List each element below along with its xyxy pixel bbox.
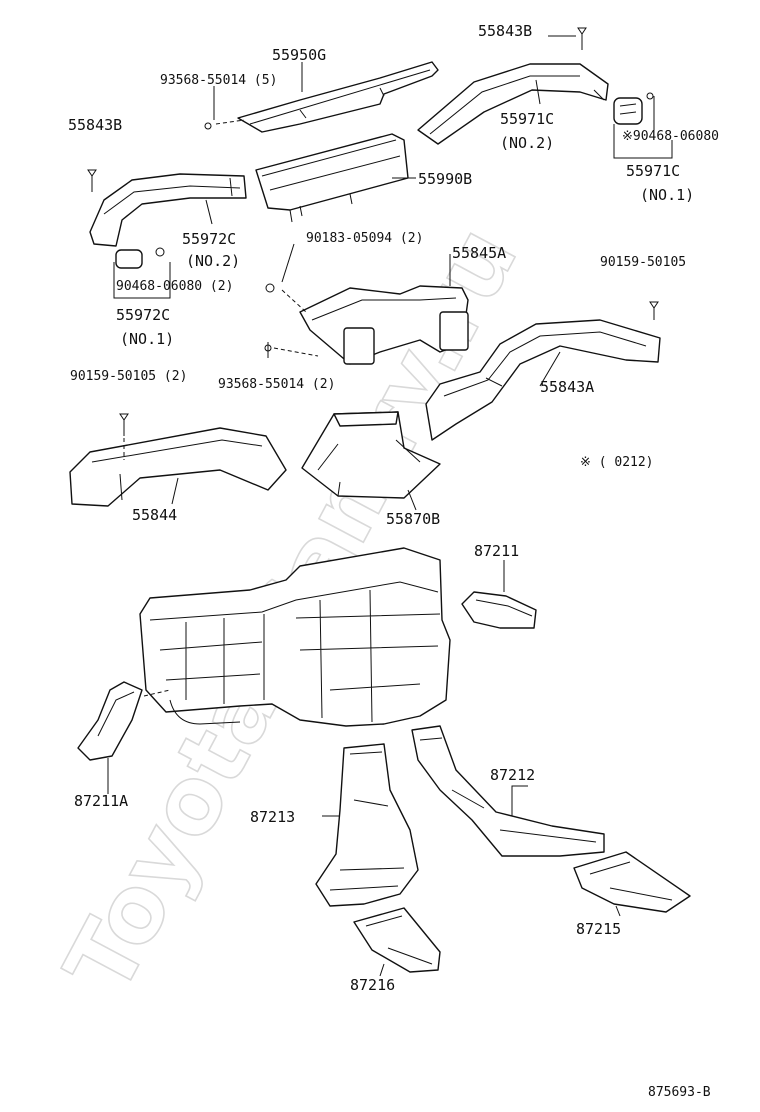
label-55972C-no2-sub: (NO.2) [186,252,240,270]
part-55972C-no2-drawing [89,173,247,247]
label-note: ※ ( 0212) [580,455,654,470]
label-90159-left: 90159-50105 (2) [70,369,187,384]
label-55971C-no2: 55971C [500,110,554,128]
label-87212: 87212 [490,766,535,784]
label-55972C-no1: 55972C [116,306,170,324]
label-93568-mid: 93568-55014 (2) [218,377,335,392]
label-87213: 87213 [250,808,295,826]
label-87211A: 87211A [74,792,128,810]
part-55870B-drawing [301,411,441,499]
label-90468-right: ※90468-06080 [622,129,719,144]
label-90183: 90183-05094 (2) [306,231,423,246]
label-87211: 87211 [474,542,519,560]
part-87215-drawing [573,851,691,913]
part-87212-drawing [411,725,605,857]
label-55972C-no2: 55972C [182,230,236,248]
part-55972C-no1-drawing [115,247,165,269]
label-55845A: 55845A [452,244,506,262]
label-55971C-no1-sub: (NO.1) [640,186,694,204]
label-55870B: 55870B [386,510,440,528]
label-55971C-no1: 55971C [626,162,680,180]
label-55990B: 55990B [418,170,472,188]
label-55972C-no1-sub: (NO.1) [120,330,174,348]
part-87213-drawing [315,743,419,907]
label-90159-right: 90159-50105 [600,255,686,270]
label-55950G: 55950G [272,46,326,64]
part-55950G-drawing [237,61,439,133]
label-87215: 87215 [576,920,621,938]
label-93568-top: 93568-55014 (5) [160,73,277,88]
label-55843B-left: 55843B [68,116,122,134]
heater-unit-drawing [139,547,451,727]
label-55843A: 55843A [540,378,594,396]
part-87211-drawing [461,591,537,629]
leader-lines [107,35,673,977]
part-87216-drawing [353,907,441,973]
fasteners-drawing [87,27,659,436]
part-55845A-drawing [299,285,469,365]
label-55843B-right: 55843B [478,22,532,40]
label-55844: 55844 [132,506,177,524]
diagram-code: 875693-B [648,1085,711,1100]
label-87216: 87216 [350,976,395,994]
part-55971C-no2-drawing [417,63,609,145]
part-55990B-drawing [255,133,409,223]
label-90468-left: 90468-06080 (2) [116,279,233,294]
part-55843A-drawing [425,319,661,441]
part-55971C-no1-drawing [613,97,643,125]
part-87211A-drawing [77,681,143,761]
part-55844-drawing [69,427,287,507]
label-55971C-no2-sub: (NO.2) [500,134,554,152]
